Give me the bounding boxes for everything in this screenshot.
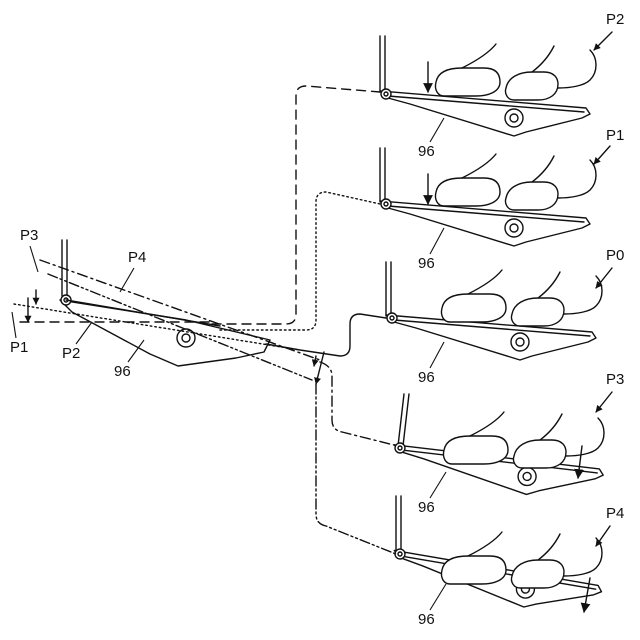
overlay-label-p3: P3 — [20, 227, 38, 244]
state-label-p4: P4 — [606, 505, 624, 522]
overlay-part-label: 96 — [114, 363, 131, 380]
pedal-panel-p2: P2 96 — [380, 11, 624, 160]
state-label-p2: P2 — [606, 11, 624, 28]
overlay-label-p1: P1 — [10, 339, 28, 356]
part-number-label: 96 — [418, 611, 435, 628]
pedal-panel-p3: P3 96 — [393, 371, 625, 516]
state-label-p0: P0 — [606, 247, 624, 264]
overlay-label-p4: P4 — [128, 249, 146, 266]
part-number-label: 96 — [418, 255, 435, 272]
state-label-p3: P3 — [606, 371, 624, 388]
part-number-label: 96 — [418, 369, 435, 386]
part-number-label: 96 — [418, 499, 435, 516]
connector-lines — [212, 86, 398, 554]
part-number-label: 96 — [418, 143, 435, 160]
pedal-panel-p1: P1 96 — [380, 127, 624, 272]
state-label-p1: P1 — [606, 127, 624, 144]
superimposed-pedal-overview: P3 P4 P1 P2 96 — [10, 227, 324, 384]
overlay-label-p2: P2 — [62, 345, 80, 362]
